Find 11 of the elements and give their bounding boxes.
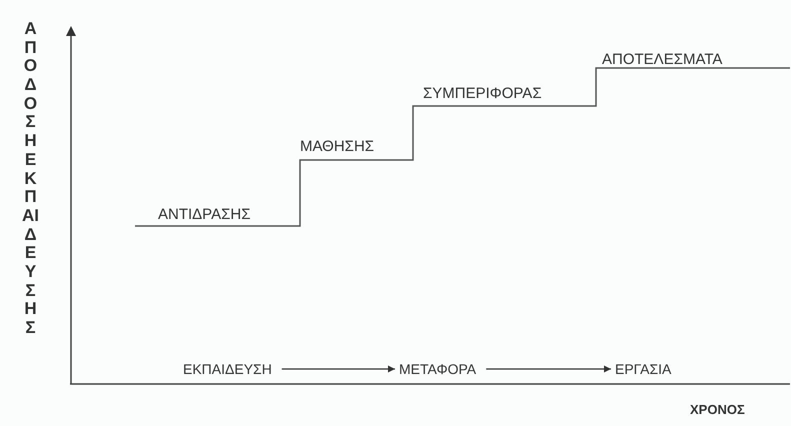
step-label: ΣΥΜΠΕΡΙΦΟΡΑΣ [423,86,542,101]
axis-title: ΑΠΟΔΟΣΗ ΕΚΠΑΙΔΕΥΣΗΣ [22,20,39,338]
step-label: ΜΑΘΗΣΗΣ [300,139,374,154]
step-label: ΑΝΤΙΔΡΑΣΗΣ [158,207,250,222]
arrow [486,366,611,372]
stage-text: ΜΕΤΑΦΟΡΑ [399,362,476,376]
stage-text: ΕΚΠΑΙΔΕΥΣΗ [183,362,272,376]
stage-text: ΕΡΓΑΣΙΑ [615,362,672,376]
arrow [282,366,395,372]
axis-title: ΧΡΟΝΟΣ [690,403,745,416]
step-label: ΑΠΟΤΕΛΕΣΜΑΤΑ [602,52,722,67]
